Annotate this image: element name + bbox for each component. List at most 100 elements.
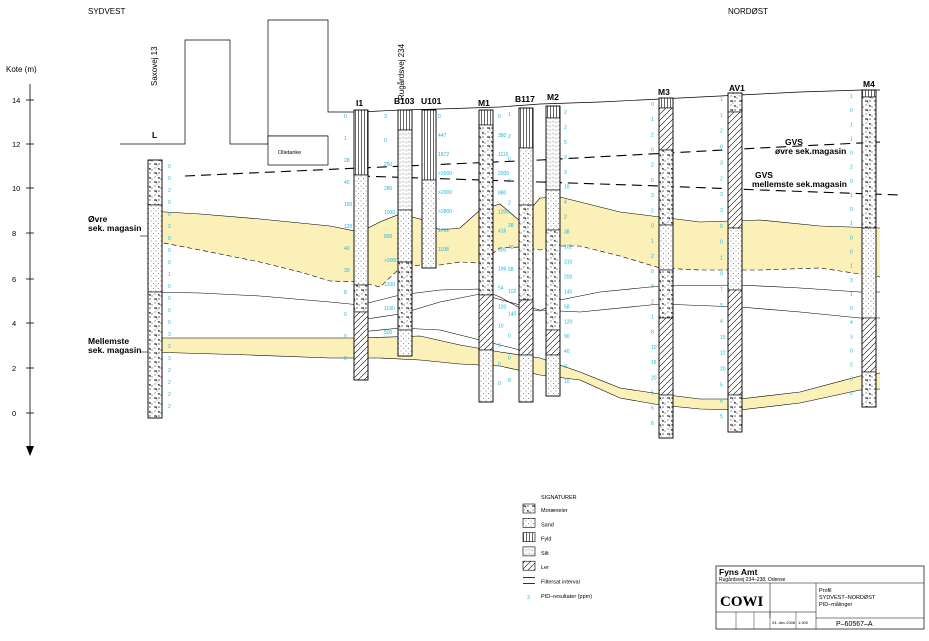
pid-value: 3 [720,160,723,166]
pid-value: 0 [850,306,853,312]
pid-value: 3 [651,193,654,199]
y-tick-label: 8 [12,229,16,238]
pid-value: 2 [850,363,853,369]
legend-item: Moræneler [522,503,568,514]
pid-value: 1110 [498,152,509,158]
pid-value: 102 [508,289,517,295]
pid-value: 2 [564,215,567,221]
pid-value: 2 [508,134,511,140]
layer-moraene [658,149,674,226]
pid-value: 2 [651,208,654,214]
pid-value: 0 [564,364,567,370]
layer-sand [397,329,413,357]
pid-value: 416 [498,228,507,234]
legend-label: Silt [541,551,549,557]
pid-value: 6 [651,406,654,412]
layer-sand [147,204,163,293]
pid-value: 880 [498,190,507,196]
layer-ler [861,317,877,373]
pid-value: 0 [508,156,511,162]
layer-ler [727,289,743,396]
pid-value: 1 [850,136,853,142]
pid-value: 250 [384,162,393,168]
layer-moraene [147,291,163,419]
borehole-outline [861,89,877,408]
borehole-outline [545,105,561,397]
oil-tank-box [267,135,329,166]
pid-value: 3 [564,170,567,176]
borehole-name: I1 [356,98,363,108]
pid-value: 2 [850,165,853,171]
pid-value: 2 [168,368,171,374]
pid-value: 0 [168,308,171,314]
pid-value: 120 [344,224,353,230]
layer-moraene [478,124,494,296]
layer-sand [353,174,369,286]
y-tick-label: 4 [12,319,16,328]
street-rugaardsvej: Rugårdsvej 234 [397,43,406,100]
layer-sand [518,147,534,206]
pid-value: 0 [850,151,853,157]
pid-value: 38 [564,230,570,236]
pid-value: 9 [720,271,723,277]
pid-value: 4 [564,200,567,206]
middle-aquifer-band [148,336,880,410]
pid-value: 3 [168,356,171,362]
pid-value: 2 [168,404,171,410]
axis-arrow-icon [26,446,34,456]
layer-ler [353,311,369,381]
pid-value: 6 [720,398,723,404]
pid-value: 0 [720,224,723,230]
legend-item: Fyld [522,532,551,543]
header-sydvest: SYDVEST [88,7,125,16]
borehole-name: M4 [863,79,875,89]
pid-value: 10 [651,345,657,351]
layer-sand [658,224,674,271]
client-address: Rugårdsvej 234–238, Odense [719,576,786,583]
layer-fyld [353,109,369,176]
layer-fyld [478,109,494,126]
layer-ler [727,111,743,229]
legend-label: Ler [541,565,549,571]
pid-value: 0 [498,114,501,120]
legend-swatch [522,517,536,528]
legend-label: Sand [541,522,554,528]
pid-value: 1872 [438,152,449,158]
pid-value: 0 [498,362,501,368]
pid-value: 40 [344,180,350,186]
pid-value: 30 [344,268,350,274]
pid-value: 3 [508,178,511,184]
pid-value: 6 [651,421,654,427]
drawing-title-3: PID–målinger [819,601,852,608]
pid-value: 7 [720,287,723,293]
borehole-outline [727,92,743,433]
pid-value: 3 [850,334,853,340]
pid-value: 0 [168,296,171,302]
pid-value: 28 [344,158,350,164]
pid-value: 2 [564,110,567,116]
legend-item: Sand [522,517,554,528]
drawing-number: P–60567–A [836,621,873,628]
legend-pid-example: 3 [527,595,530,601]
borehole-name: AV1 [729,83,745,93]
pid-value: 1 [850,193,853,199]
pid-value: 0 [720,240,723,246]
borehole-outline [478,109,494,403]
pid-value: 0 [168,164,171,170]
borehole-name: B117 [515,94,535,104]
pid-value: 0 [344,356,347,362]
pid-value: 40 [344,246,350,252]
pid-value: 2 [168,224,171,230]
layer-sand [421,179,437,269]
layer-sand [518,354,534,403]
layer-ler [518,299,534,356]
legend-item: Ler [522,560,549,571]
pid-value: 3 [720,208,723,214]
